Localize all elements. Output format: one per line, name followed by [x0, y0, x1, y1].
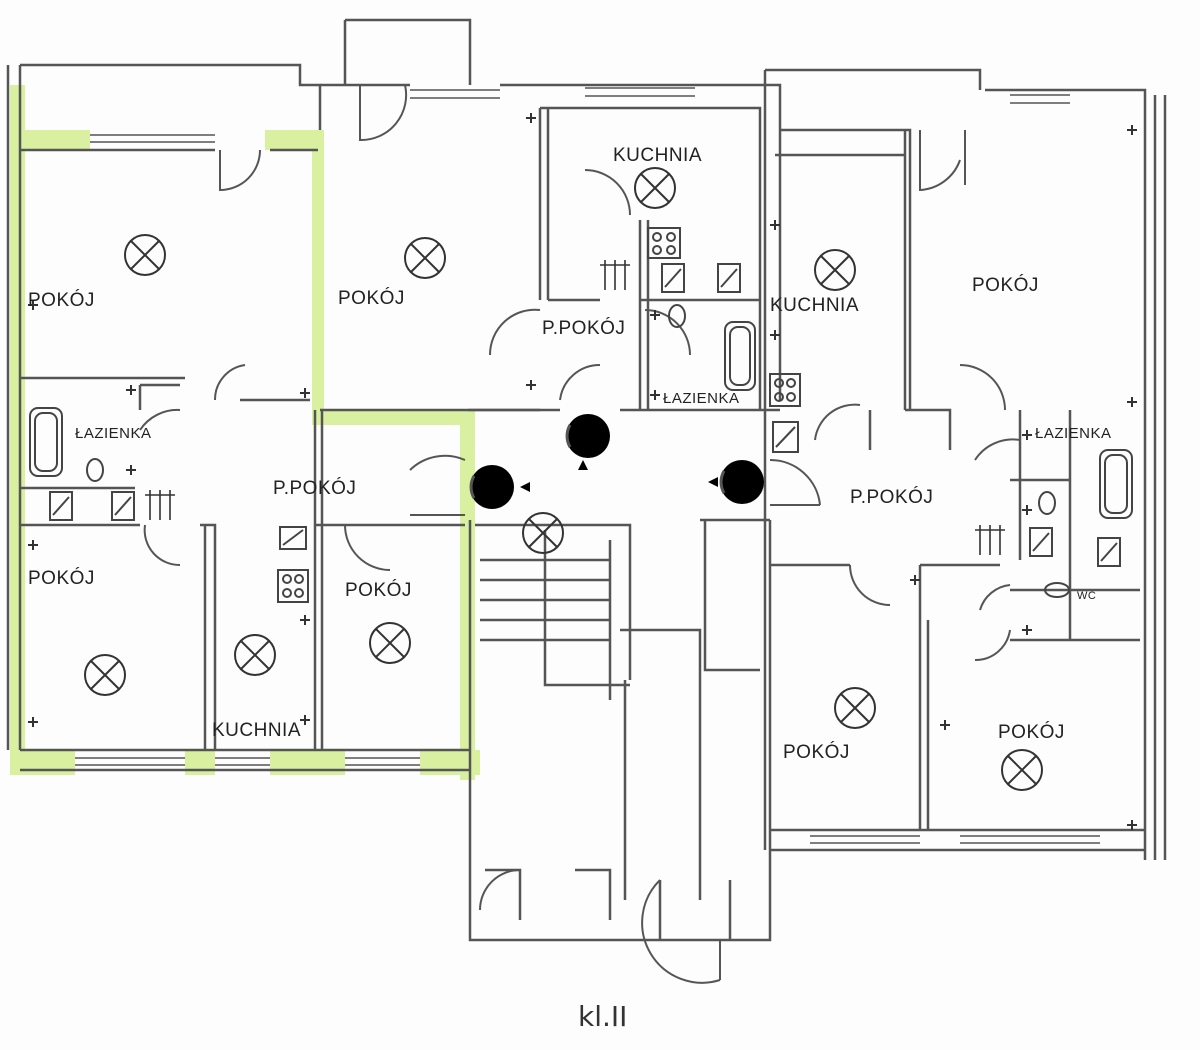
sink-icon	[111, 491, 135, 521]
socket-icon	[300, 715, 310, 725]
light-fixture-icon	[369, 622, 411, 664]
socket-icon	[650, 390, 660, 400]
room-label-kuchnia: KUCHNIA	[613, 145, 703, 166]
socket-icon	[910, 575, 920, 585]
marker-dot-icon	[565, 414, 610, 470]
socket-icon	[126, 465, 136, 475]
light-fixture-icon	[404, 237, 446, 279]
sink-icon	[1097, 537, 1121, 567]
room-label-pokoj: POKÓJ	[28, 568, 95, 589]
bathtub-icon	[724, 321, 756, 391]
room-label-p-pokoj: P.POKÓJ	[273, 478, 357, 499]
socket-icon	[1022, 625, 1032, 635]
bathtub-icon	[1099, 449, 1133, 519]
socket-icons	[28, 113, 1137, 830]
windows	[75, 87, 1100, 844]
sink-icon	[772, 421, 799, 453]
light-fixture-icon	[124, 234, 166, 276]
stove-icon	[647, 227, 681, 259]
socket-icon	[28, 717, 38, 727]
stove-icon	[769, 373, 801, 407]
marker-dot-icon	[469, 465, 530, 509]
socket-icon	[1127, 820, 1137, 830]
room-label-lazienka: ŁAZIENKA	[663, 390, 740, 407]
room-label-pokoj: POKÓJ	[345, 580, 412, 601]
radiator-icon	[975, 525, 1005, 555]
floor-caption: kl.II	[578, 1000, 628, 1033]
room-label-lazienka: ŁAZIENKA	[1035, 425, 1112, 442]
socket-icon	[28, 300, 38, 310]
toilet-icon	[86, 458, 104, 482]
radiator-icon	[145, 490, 175, 520]
room-label-p-pokoj: P.POKÓJ	[542, 318, 626, 339]
radiator-icon	[600, 260, 630, 290]
socket-icon	[1127, 125, 1137, 135]
room-label-p-pokoj: P.POKÓJ	[850, 487, 934, 508]
socket-icon	[770, 330, 780, 340]
light-fixture-icon	[522, 512, 564, 554]
socket-icon	[1022, 505, 1032, 515]
marker-dot-icon	[708, 460, 764, 504]
sink-icon	[1029, 527, 1053, 557]
room-label-pokoj: POKÓJ	[338, 288, 405, 309]
room-label-lazienka: ŁAZIENKA	[75, 425, 152, 442]
door-swings	[139, 84, 1021, 984]
sink-icon	[279, 526, 307, 550]
socket-icon	[126, 385, 136, 395]
toilet-icon	[668, 304, 686, 328]
room-label-pokoj: POKÓJ	[972, 275, 1039, 296]
socket-icon	[650, 310, 660, 320]
toilet-icon	[1044, 582, 1070, 598]
sink-icon	[717, 263, 741, 293]
socket-icon	[526, 380, 536, 390]
walls	[6, 18, 1167, 942]
socket-icon	[526, 113, 536, 123]
light-fixture-icon	[84, 654, 126, 696]
socket-icon	[940, 720, 950, 730]
light-fixture-icon	[634, 167, 676, 209]
light-fixture-icons	[84, 167, 1043, 791]
socket-icon	[770, 220, 780, 230]
radiator-icons	[145, 260, 1005, 555]
sink-icon	[49, 491, 73, 521]
fixtures	[29, 227, 1133, 603]
room-label-wc: WC	[1077, 590, 1097, 602]
toilet-icon	[1038, 491, 1056, 515]
room-label-kuchnia: KUCHNIA	[770, 295, 860, 316]
room-label-pokoj: POKÓJ	[783, 742, 850, 763]
room-label-kuchnia: KUCHNIA	[212, 720, 302, 741]
light-fixture-icon	[234, 634, 276, 676]
socket-icon	[1127, 397, 1137, 407]
bathtub-icon	[29, 407, 63, 477]
stove-icon	[277, 569, 309, 603]
sink-icon	[661, 263, 685, 293]
socket-icon	[28, 540, 38, 550]
light-fixture-icon	[814, 249, 856, 291]
room-label-pokoj: POKÓJ	[998, 722, 1065, 743]
socket-icon	[300, 388, 310, 398]
room-label-pokoj: POKÓJ	[28, 290, 95, 311]
light-fixture-icon	[834, 687, 876, 729]
marker-dots	[469, 414, 764, 509]
socket-icon	[1022, 430, 1032, 440]
light-fixture-icon	[1001, 749, 1043, 791]
socket-icon	[300, 615, 310, 625]
